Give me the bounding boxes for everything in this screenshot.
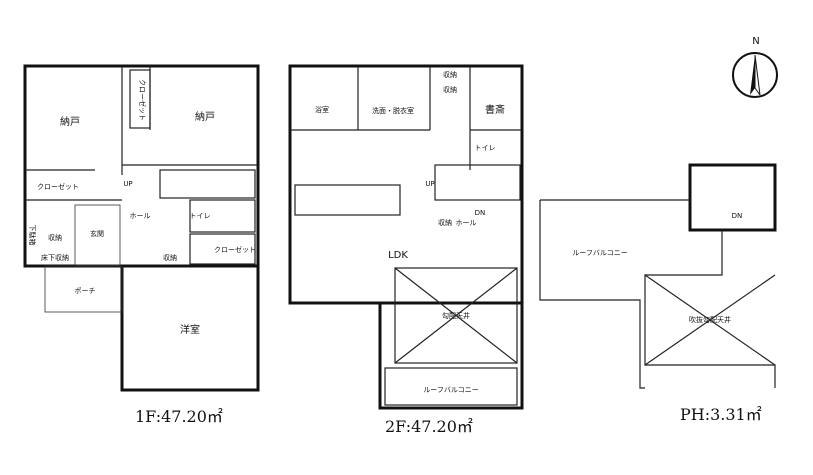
room-balcony: ルーフバルコニー — [572, 249, 627, 257]
floor1-area: 1F:47.20㎡ — [135, 407, 223, 426]
compass-icon: N — [732, 36, 778, 98]
label-dn: DN — [475, 209, 486, 217]
room-shoe-box: 下駄箱 — [28, 225, 37, 246]
floor-1: 納戸 納戸 クローゼット クローゼット UP ホール トイレ 玄関 収納 下駄箱… — [23, 64, 260, 426]
penthouse: DN ルーフバルコニー 吹抜勾配天井 PH:3.31㎡ — [539, 163, 777, 424]
room-hall: ホール — [130, 212, 151, 220]
room-western: 洋室 — [180, 323, 200, 336]
label-dn: DN — [732, 212, 743, 220]
room-porch: ポーチ — [75, 287, 96, 295]
room-toilet: トイレ — [190, 212, 211, 220]
room-storage-right: 納戸 — [195, 110, 215, 123]
label-up: UP — [123, 180, 132, 188]
room-ldk: LDK — [388, 250, 408, 261]
label-up: UP — [425, 180, 434, 188]
room-storage-left: 納戸 — [60, 115, 80, 128]
room-underfloor: 床下収納 — [41, 253, 69, 262]
room-closet2: クローゼット — [214, 245, 256, 254]
room-bath: 浴室 — [315, 105, 329, 114]
room-closet-vertical: クローゼット — [138, 79, 147, 121]
room-sloped: 勾配天井 — [442, 311, 470, 320]
room-closet: クローゼット — [37, 182, 79, 191]
room-shoe-storage: 収納 — [48, 233, 62, 242]
floor-2: 浴室 洗面・脱衣室 収納 収納 書斎 トイレ UP DN ホール 収納 LDK … — [288, 64, 524, 436]
room-hall: ホール — [456, 219, 477, 227]
floor2-area: 2F:47.20㎡ — [385, 417, 473, 436]
compass-north-label: N — [752, 36, 759, 47]
ph-area: PH:3.31㎡ — [680, 405, 762, 424]
room-storage-small: 収納 — [438, 218, 452, 227]
room-storage: 収納 — [163, 253, 177, 262]
room-storage-top: 収納 — [443, 70, 457, 79]
room-study: 書斎 — [485, 103, 505, 116]
room-toilet: トイレ — [475, 144, 496, 152]
room-washroom: 洗面・脱衣室 — [372, 106, 414, 115]
room-storage: 収納 — [443, 85, 457, 94]
room-entrance: 玄関 — [90, 229, 104, 238]
room-balcony: ルーフバルコニー — [423, 386, 478, 394]
room-sloped: 吹抜勾配天井 — [689, 315, 731, 324]
